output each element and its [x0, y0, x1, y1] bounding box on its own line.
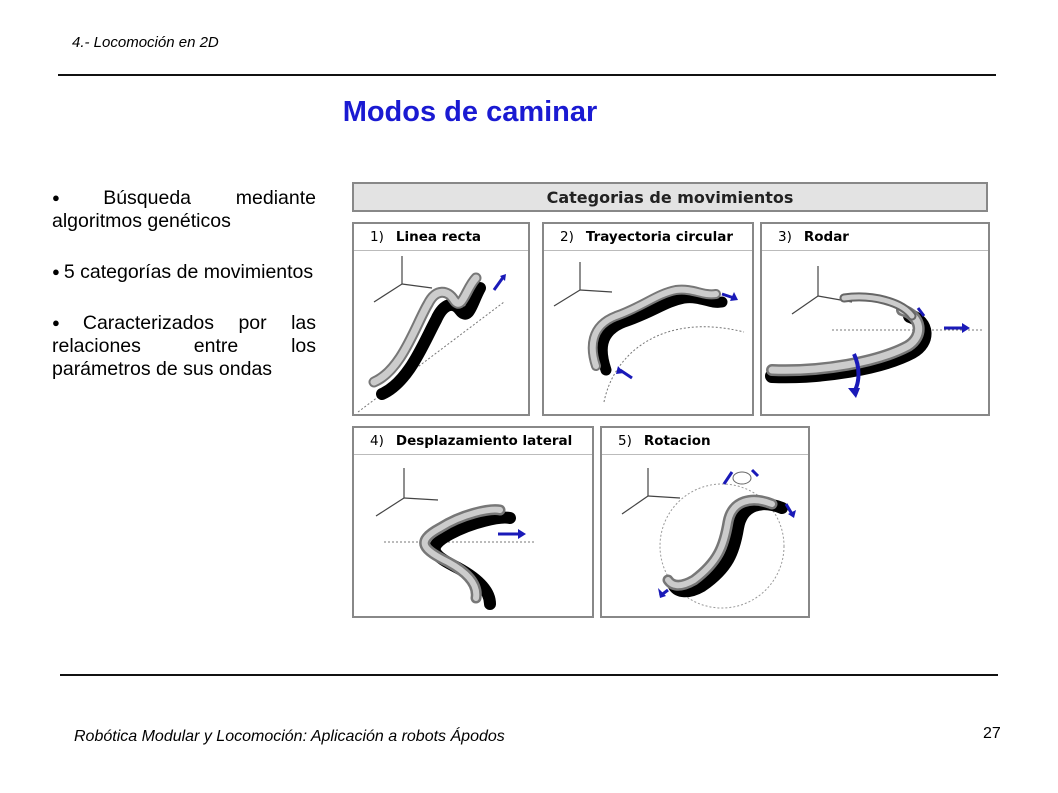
bottom-divider — [60, 674, 998, 676]
panel-label: Rodar — [803, 229, 849, 245]
figure-heading: Categorias de movimientos — [352, 182, 988, 212]
slide-title-text: Modos de caminar — [342, 96, 598, 128]
bullet-list: ●Búsqueda mediante algoritmos genéticos … — [52, 186, 316, 408]
panel-number: 4) — [370, 433, 384, 449]
bullet-text: Búsqueda mediante algoritmos genéticos — [52, 187, 317, 232]
section-label: 4.- Locomoción en 2D — [72, 34, 219, 51]
panel-rotation: 5) Rotacion — [600, 426, 810, 618]
circular-trajectory-illustration — [553, 262, 745, 403]
panel-straight-line: 1) Linea recta — [352, 222, 530, 416]
panel-title: 5) Rotacion — [602, 428, 808, 455]
page-number: 27 — [983, 725, 1001, 742]
panel-title: 1) Linea recta — [354, 224, 528, 251]
panel-number: 3) — [778, 229, 792, 245]
bullet-text: 5 categorías de movimientos — [63, 261, 314, 283]
panel-label: Linea recta — [395, 229, 482, 245]
bullet-dot-icon: ● — [52, 264, 60, 279]
panel-number: 1) — [370, 229, 384, 245]
panel-label: Trayectoria circular — [585, 229, 734, 245]
panel-label: Rotacion — [643, 433, 711, 449]
bullet-item: ●Caracterizados por las relaciones entre… — [52, 311, 316, 381]
bullet-dot-icon: ● — [52, 315, 79, 330]
panel-title: 2) Trayectoria circular — [544, 224, 752, 251]
panel-lateral-shift: 4) Desplazamiento lateral — [352, 426, 594, 618]
panel-label: Desplazamiento lateral — [395, 433, 573, 449]
top-divider — [58, 74, 996, 76]
panel-roll: 3) Rodar — [760, 222, 990, 416]
roll-illustration — [765, 266, 984, 398]
panel-circular-trajectory: 2) Trayectoria circular — [542, 222, 754, 416]
panel-number: 2) — [560, 229, 574, 245]
bullet-text: Caracterizados por las relaciones entre … — [52, 312, 316, 380]
panel-number: 5) — [618, 433, 632, 449]
slide-title: Modos de caminar — [0, 96, 940, 129]
lateral-shift-illustration — [375, 468, 534, 610]
bullet-item: ●5 categorías de movimientos — [52, 260, 316, 284]
panel-title: 3) Rodar — [762, 224, 988, 251]
rotation-illustration — [621, 468, 796, 609]
bullet-item: ●Búsqueda mediante algoritmos genéticos — [52, 186, 316, 233]
footer-title: Robótica Modular y Locomoción: Aplicació… — [74, 728, 505, 745]
bullet-dot-icon: ● — [52, 190, 100, 205]
straight-line-illustration — [357, 256, 506, 413]
panel-title: 4) Desplazamiento lateral — [354, 428, 592, 455]
movement-categories-figure: Categorias de movimientos 1)Linea recta … — [350, 180, 992, 620]
